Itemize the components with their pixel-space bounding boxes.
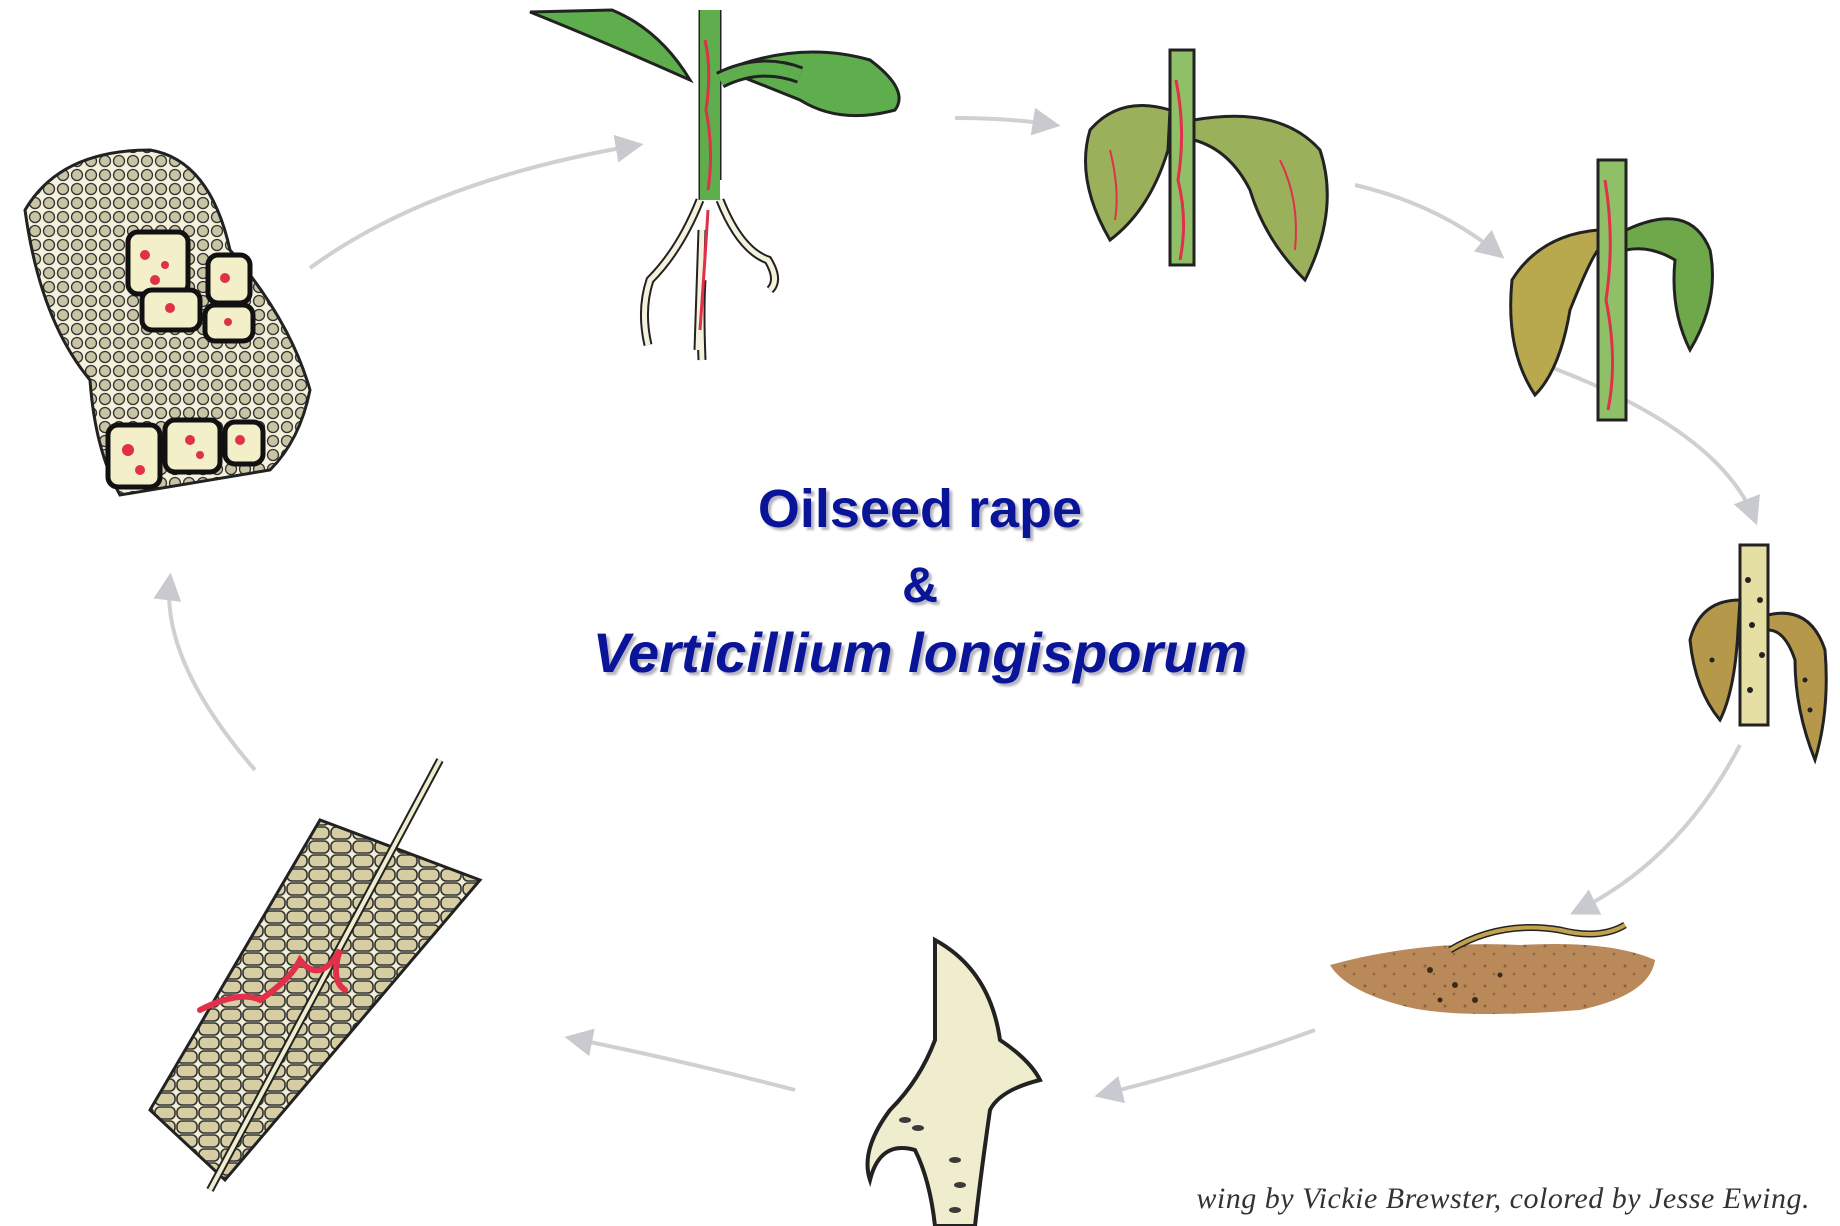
cycle-arrow (570, 1038, 795, 1090)
illustration-credit: wing by Vickie Brewster, colored by Jess… (1196, 1182, 1810, 1216)
cycle-arrow (1575, 745, 1740, 912)
cycle-arrow (1100, 1030, 1315, 1095)
cycle-arrow (310, 145, 638, 268)
cycle-arrow (955, 118, 1055, 125)
diagram-title-ampersand: & (0, 556, 1840, 614)
root-penetration-icon (868, 940, 1041, 1226)
wilting-plant-icon (1086, 50, 1328, 280)
diagram-title-host: Oilseed rape (0, 478, 1840, 540)
xylem-colonization-icon (150, 760, 480, 1190)
microsclerotia-in-tissue-icon (25, 150, 310, 495)
diagram-title-pathogen: Verticillium longisporum (0, 620, 1840, 685)
plant-debris-in-soil-icon (1330, 925, 1655, 1014)
severely-wilted-plant-icon (1511, 160, 1713, 420)
cycle-arrow (1355, 185, 1500, 255)
infected-seedling-icon (530, 10, 899, 360)
